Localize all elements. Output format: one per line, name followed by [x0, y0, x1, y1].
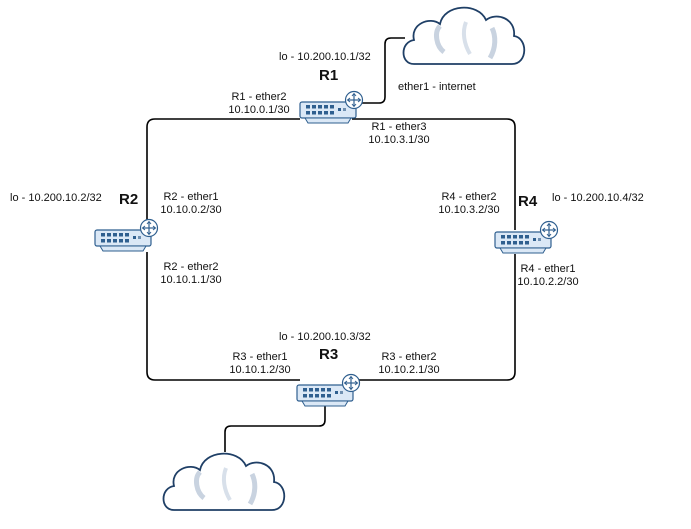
link-r1-internet: [360, 37, 405, 104]
r3-ether2-name: R3 - ether2: [381, 351, 437, 363]
r1-ether3-ip: 10.10.3.1/30: [368, 134, 430, 146]
r3-loopback-label: lo - 10.200.10.3/32: [279, 331, 371, 343]
link-r2-r3: [146, 252, 300, 381]
r2-ether1-label: R2 - ether1 10.10.0.2/30: [155, 191, 227, 217]
r2-loopback-label: lo - 10.200.10.2/32: [10, 192, 102, 204]
r2-ether2-ip: 10.10.1.1/30: [160, 274, 222, 286]
link-r4-r3: [352, 254, 516, 381]
r4-ether2-ip: 10.10.3.2/30: [438, 204, 500, 216]
link-r1-r2: [146, 118, 300, 228]
r2-ether1-ip: 10.10.0.2/30: [160, 204, 222, 216]
r2-name-label: R2: [119, 191, 139, 208]
internet-cloud-icon: [404, 8, 525, 64]
r4-name-label: R4: [518, 193, 538, 210]
r3-ether1-name: R3 - ether1: [232, 351, 288, 363]
link-r3-cloud: [224, 403, 326, 452]
r1-ether2-ip: 10.10.0.1/30: [228, 104, 290, 116]
r4-ether1-name: R4 - ether1: [520, 263, 576, 275]
r4-ether1-label: R4 - ether1 10.10.2.2/30: [512, 263, 584, 289]
cloud-icon: [164, 454, 285, 510]
r3-ether1-ip: 10.10.1.2/30: [229, 364, 291, 376]
r3-name-label: R3: [319, 346, 339, 363]
r3-ether2-label: R3 - ether2 10.10.2.1/30: [373, 351, 445, 377]
r2-ether2-label: R2 - ether2 10.10.1.1/30: [155, 261, 227, 287]
r1-loopback-label: lo - 10.200.10.1/32: [279, 51, 371, 63]
r2-ether2-name: R2 - ether2: [163, 261, 219, 273]
r3-ether1-label: R3 - ether1 10.10.1.2/30: [224, 351, 296, 377]
router-r2-icon[interactable]: [94, 218, 159, 252]
r1-ether1-label: ether1 - internet: [398, 81, 476, 93]
r4-loopback-label: lo - 10.200.10.4/32: [552, 192, 644, 204]
link-r1-r4: [352, 118, 516, 230]
r1-ether3-label: R1 - ether3 10.10.3.1/30: [363, 121, 435, 147]
r1-ether2-label: R1 - ether2 10.10.0.1/30: [224, 91, 294, 117]
r2-ether1-name: R2 - ether1: [163, 191, 219, 203]
router-r3-icon[interactable]: [296, 373, 361, 407]
r3-ether2-ip: 10.10.2.1/30: [378, 364, 440, 376]
r1-ether2-name: R1 - ether2: [231, 91, 287, 103]
r4-ether2-label: R4 - ether2 10.10.3.2/30: [433, 191, 505, 217]
r4-ether2-name: R4 - ether2: [441, 191, 497, 203]
r4-ether1-ip: 10.10.2.2/30: [517, 276, 579, 288]
router-r4-icon[interactable]: [494, 220, 559, 254]
r1-ether3-name: R1 - ether3: [371, 121, 427, 133]
r1-name-label: R1: [319, 67, 339, 84]
router-r1-icon[interactable]: [299, 90, 364, 124]
